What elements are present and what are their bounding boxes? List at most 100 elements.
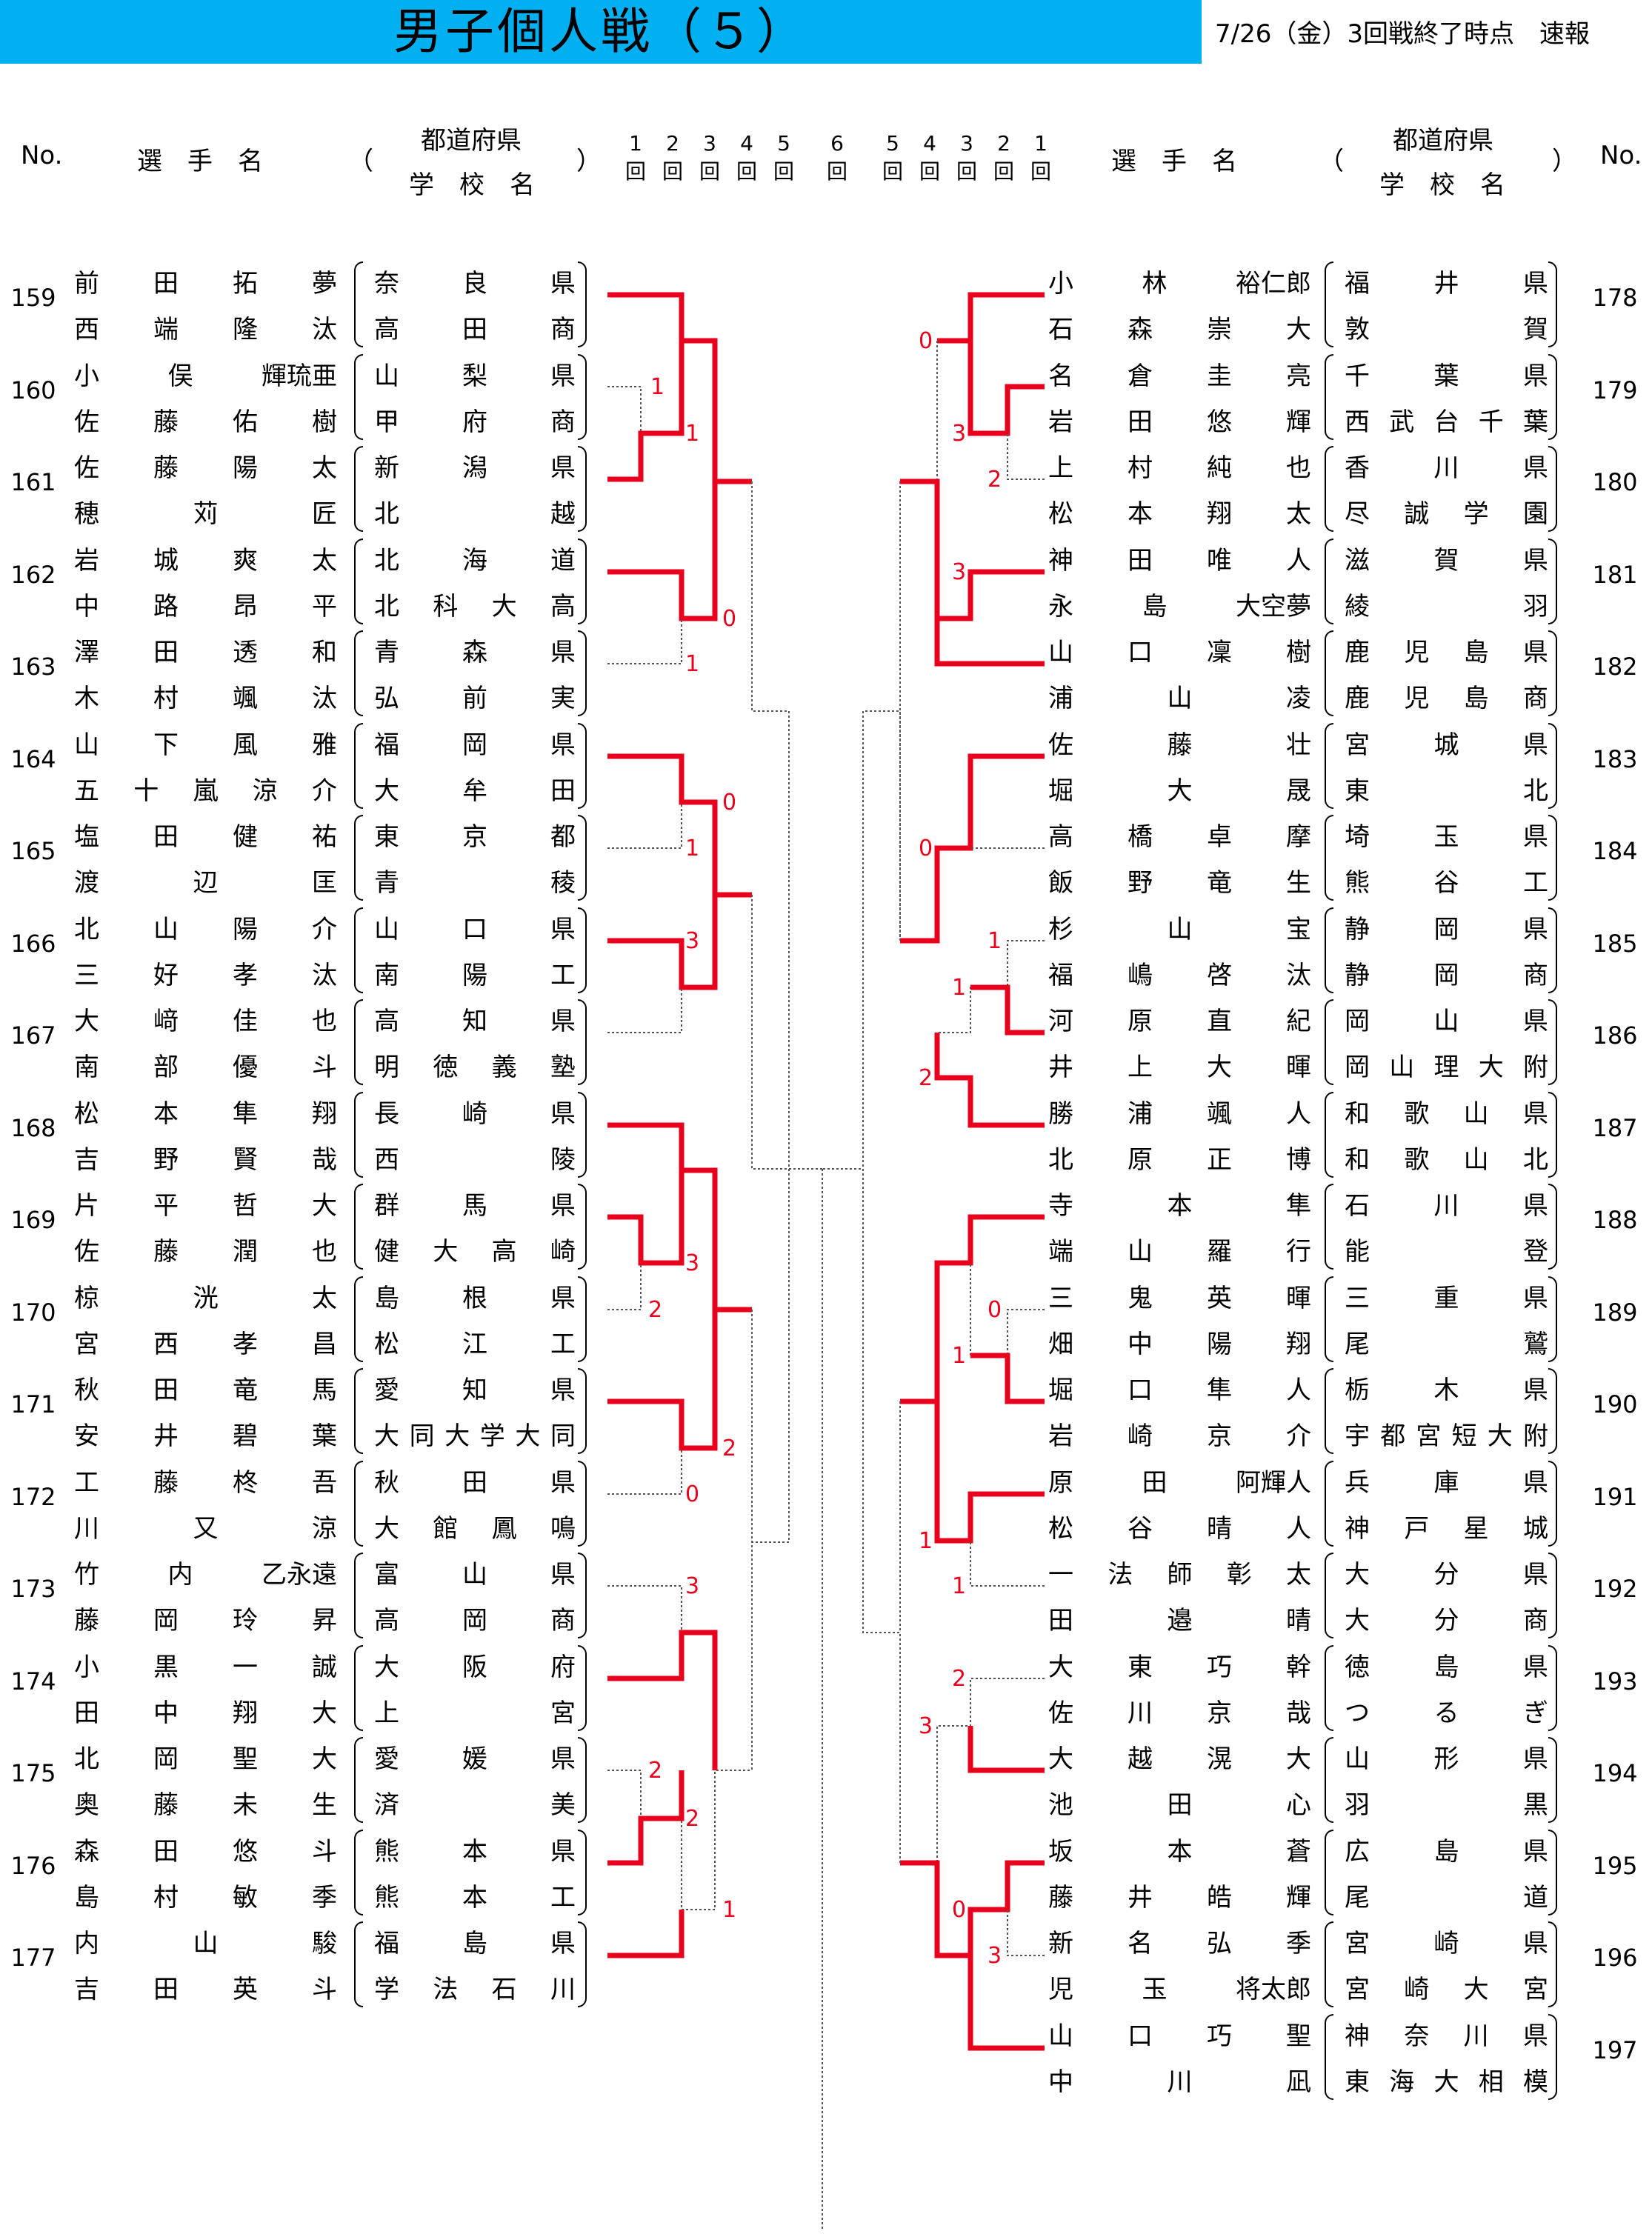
winner-path — [937, 292, 1045, 344]
status-text: 7/26（金）3回戦終了時点 速報 — [1215, 19, 1590, 49]
score-label: 0 — [722, 606, 736, 632]
brace-left — [354, 907, 363, 993]
score-label: 3 — [987, 1943, 1002, 1969]
score-label: 0 — [952, 1897, 966, 1923]
round-suffix: 回 — [1030, 159, 1051, 184]
score-label: 1 — [952, 1573, 966, 1599]
brace-left — [1325, 1644, 1333, 1731]
round-number: 1 — [629, 131, 642, 156]
winner-path — [900, 1214, 1045, 1404]
brace-left — [1325, 1460, 1333, 1547]
bracket-line — [1007, 433, 1045, 480]
match-number: 182 — [1592, 653, 1638, 681]
score-label: 2 — [648, 1758, 662, 1784]
round-suffix: 回 — [699, 159, 720, 184]
brace-left — [354, 722, 363, 809]
brace-left — [1325, 353, 1333, 440]
bracket-line — [752, 1169, 790, 1543]
bracket-line — [970, 1263, 1045, 1356]
match-number: 190 — [1592, 1390, 1638, 1418]
match-number: 187 — [1592, 1113, 1638, 1142]
score-label: 3 — [952, 421, 966, 447]
header-no-right: No. — [1600, 141, 1642, 170]
score-label: 1 — [919, 1528, 933, 1554]
brace-left — [1325, 1276, 1333, 1362]
brace-left — [1325, 2013, 1333, 2100]
round-suffix: 回 — [882, 159, 903, 184]
bracket-line — [607, 1770, 716, 1910]
score-label: 2 — [952, 1666, 966, 1692]
winner-path — [607, 341, 685, 482]
header-close-paren-right: ） — [1552, 147, 1577, 176]
match-number: 178 — [1592, 284, 1638, 312]
bracket-line — [607, 1263, 642, 1310]
score-label: 2 — [648, 1297, 662, 1323]
score-label: 0 — [919, 328, 933, 354]
match-number: 184 — [1592, 837, 1638, 865]
winner-path — [900, 1860, 1045, 1958]
bracket-line — [607, 802, 682, 849]
winner-path — [607, 1122, 752, 1313]
round-number: 4 — [923, 131, 936, 156]
round-suffix: 回 — [662, 159, 683, 184]
score-label: 1 — [685, 421, 699, 447]
score-label: 1 — [952, 975, 966, 1001]
bracket-line — [607, 386, 682, 434]
winner-path — [607, 292, 752, 484]
score-label: 1 — [650, 374, 665, 400]
round-number: 5 — [777, 131, 790, 156]
match-number: 192 — [1592, 1575, 1638, 1603]
match-number: 188 — [1592, 1206, 1638, 1234]
match-number: 180 — [1592, 468, 1638, 496]
round-suffix: 回 — [919, 159, 940, 184]
match-number: 176 — [10, 1851, 56, 1880]
winner-path — [900, 753, 1045, 944]
bracket-line — [822, 1168, 901, 1863]
match-number: 172 — [10, 1482, 56, 1511]
winner-path — [970, 1353, 1045, 1404]
bracket-line — [607, 618, 682, 664]
brace-left — [354, 1644, 363, 1731]
winner-path — [970, 984, 1045, 1036]
score-label: 2 — [919, 1065, 933, 1091]
score-label: 3 — [685, 928, 699, 954]
winner-path — [967, 1726, 1045, 1773]
match-number: 175 — [10, 1759, 56, 1787]
header-close-paren-left: ） — [576, 147, 602, 176]
winner-path — [607, 1310, 718, 1451]
match-number: 196 — [1592, 1944, 1638, 1972]
bracket-line — [607, 1448, 682, 1495]
score-label: 2 — [987, 467, 1002, 493]
score-label: 1 — [987, 928, 1002, 954]
header-player-right: 選 手 名 — [1111, 147, 1237, 176]
winner-path — [967, 1955, 1045, 2051]
match-number: 189 — [1592, 1298, 1638, 1327]
round-number: 3 — [703, 131, 716, 156]
score-label: 1 — [685, 836, 699, 861]
bracket-line — [862, 710, 901, 1633]
header-school-right: 学 校 名 — [1379, 170, 1505, 200]
bracket-line — [751, 481, 790, 1169]
brace-left — [354, 353, 363, 440]
score-label: 2 — [685, 1806, 699, 1832]
header-school-left: 学 校 名 — [409, 170, 535, 200]
brace-left — [1325, 907, 1333, 993]
match-number: 167 — [10, 1021, 56, 1050]
round-number: 2 — [666, 131, 679, 156]
brace-left — [1325, 1829, 1333, 1915]
match-number: 170 — [10, 1298, 56, 1327]
round-number: 1 — [1034, 131, 1048, 156]
bracket-line — [970, 1541, 1045, 1587]
winner-path — [607, 1770, 685, 1866]
round-suffix: 回 — [736, 159, 757, 184]
bracket-line — [751, 895, 789, 1170]
round-suffix: 回 — [773, 159, 794, 184]
match-number: 165 — [10, 837, 56, 865]
match-number: 164 — [10, 744, 56, 773]
